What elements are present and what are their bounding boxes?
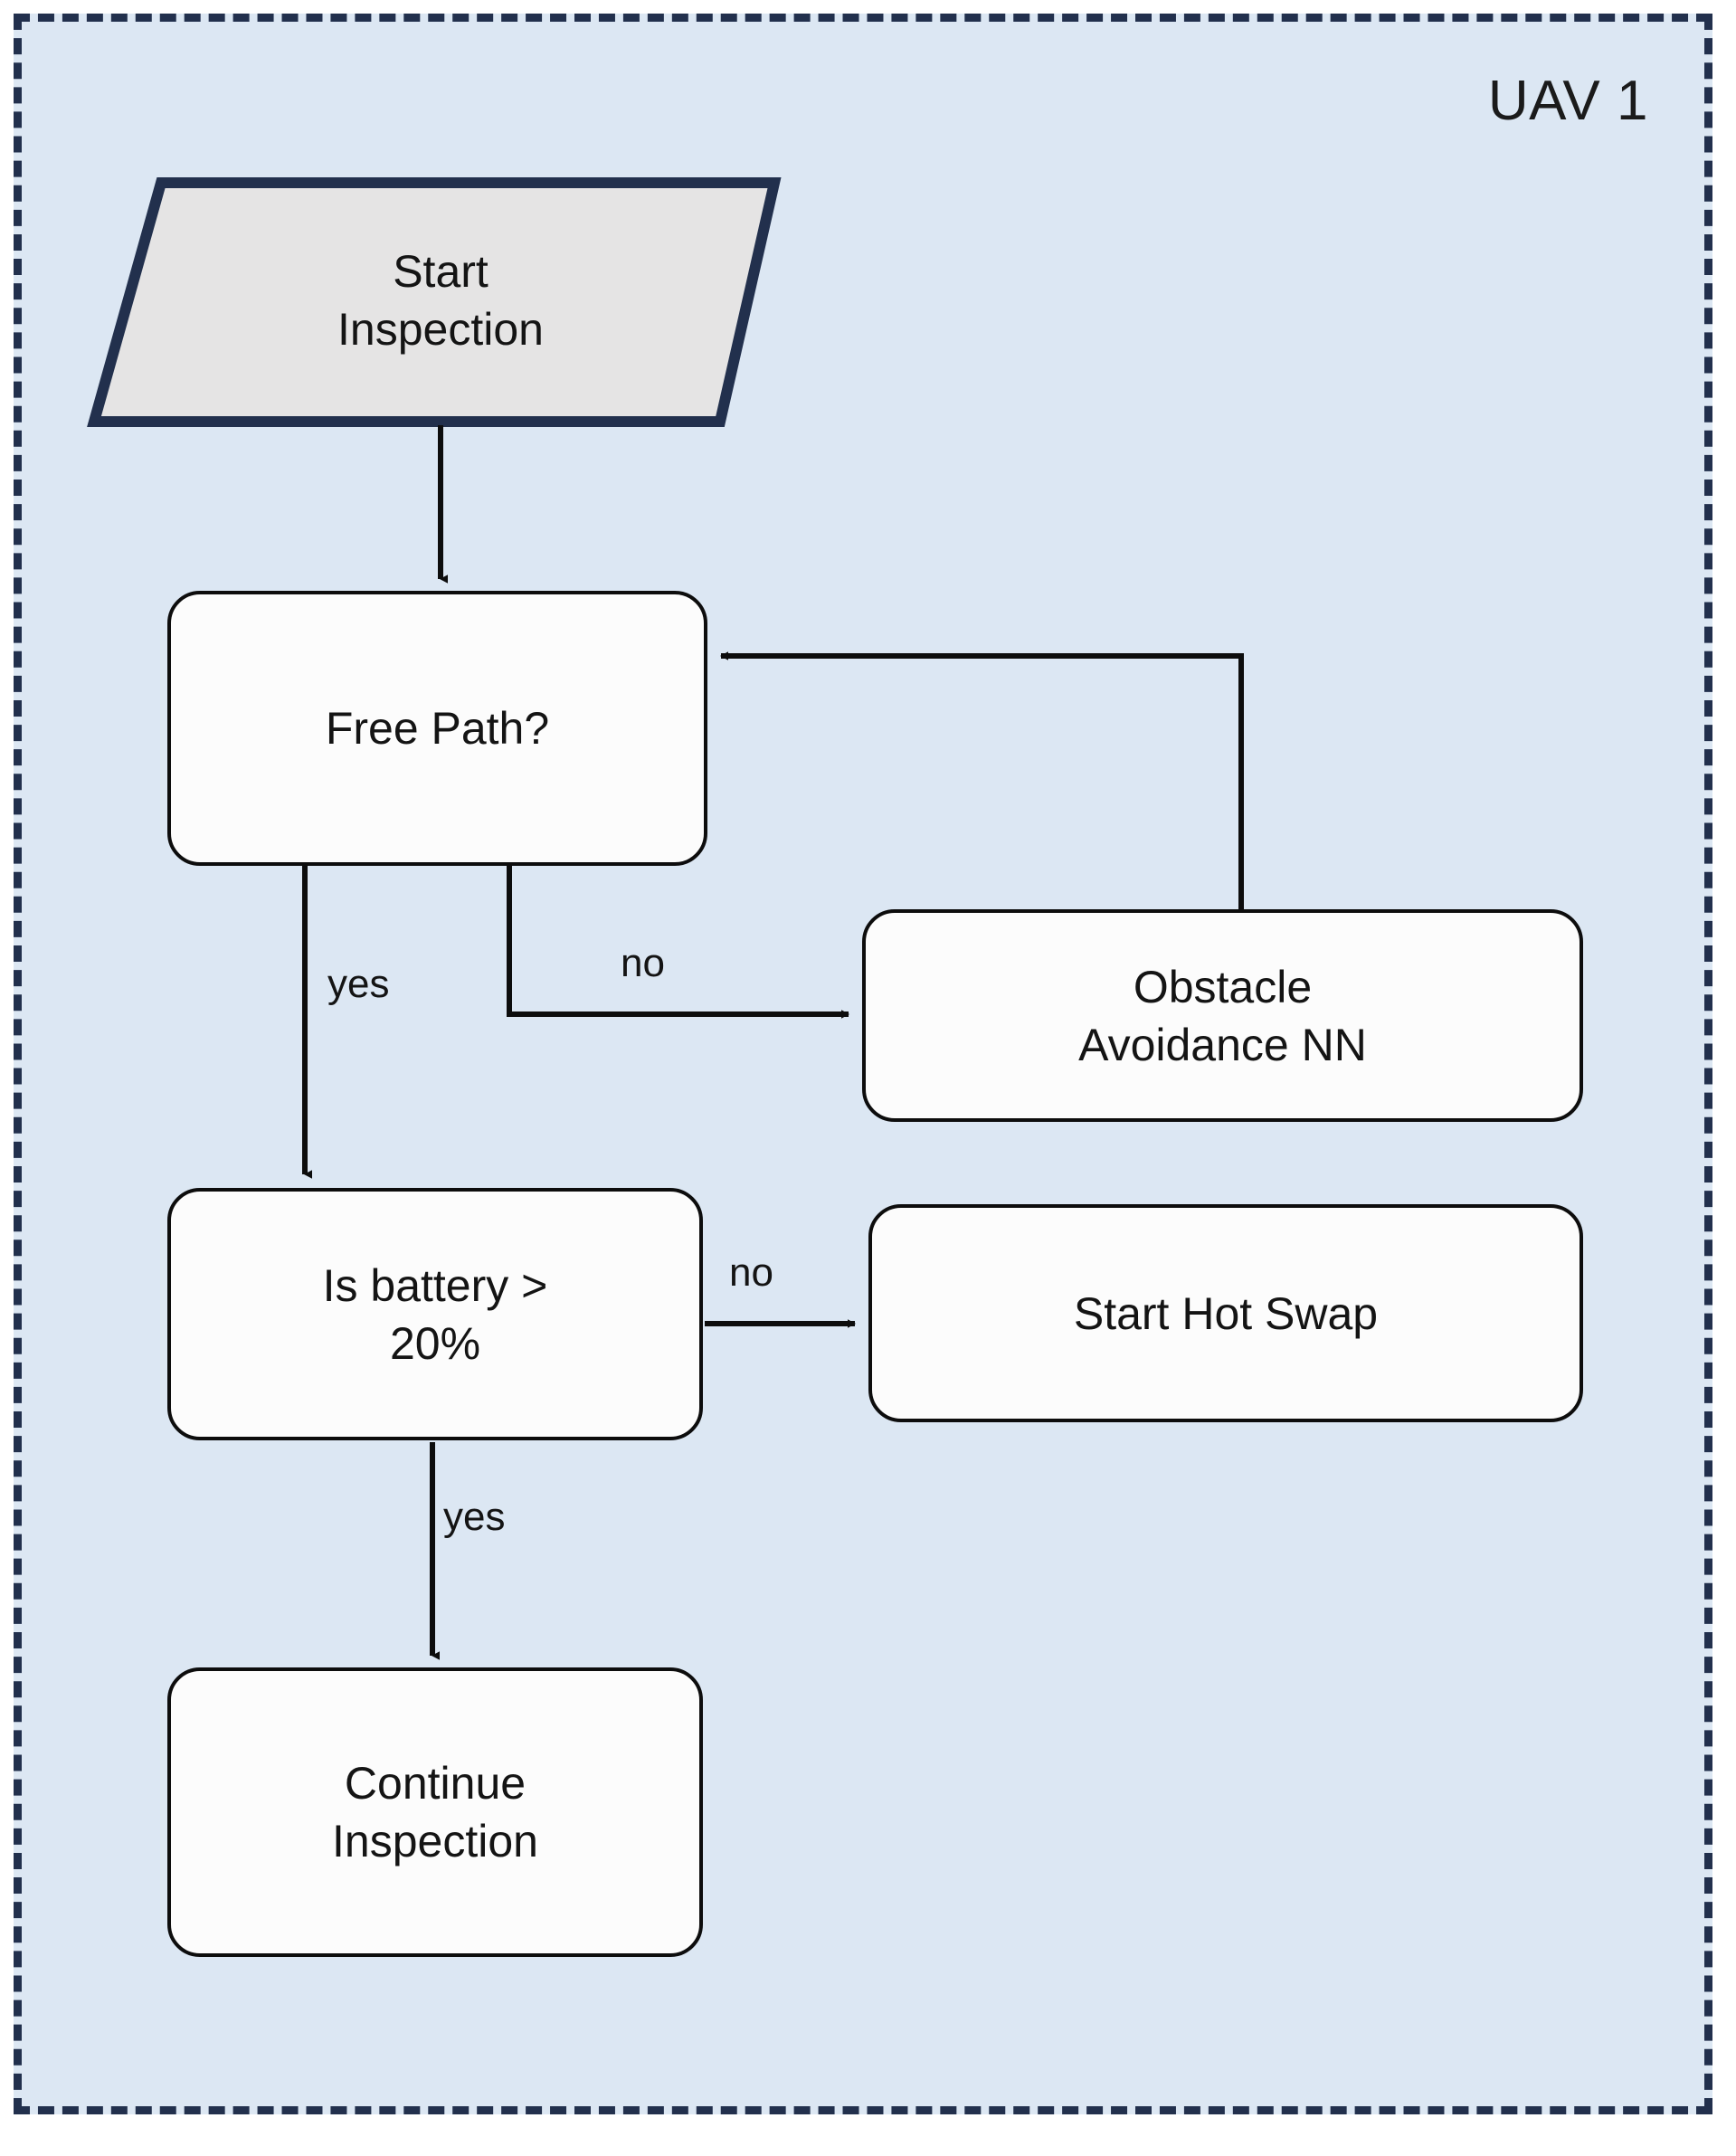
edge-label-freepath-yes: yes [327,962,390,1006]
edge-label-battery-no: no [729,1250,773,1295]
edge-label-battery-yes: yes [443,1495,506,1539]
node-continue-line2: Inspection [332,1816,538,1866]
node-start-inspection-line2: Inspection [337,304,544,355]
node-free-path-label: Free Path? [325,703,550,754]
node-start-inspection-line1: Start [393,246,489,297]
node-obstacle-avoidance-nn-label: Obstacle Avoidance NN [866,958,1579,1074]
edge-label-freepath-no: no [621,941,665,985]
panel-title: UAV 1 [1487,70,1648,132]
node-battery-line2: 20% [389,1317,481,1369]
node-free-path[interactable]: Free Path? [167,591,707,866]
node-start-inspection[interactable]: Start Inspection [90,177,780,431]
node-obstacle-line1: Obstacle [1133,961,1313,1012]
node-continue-inspection[interactable]: Continue Inspection [167,1667,703,1957]
node-start-inspection-label: Start Inspection [96,242,785,358]
node-start-hot-swap[interactable]: Start Hot Swap [868,1204,1583,1422]
node-battery-line1: Is battery > [322,1259,548,1311]
node-obstacle-line2: Avoidance NN [1078,1019,1367,1070]
node-is-battery-above-threshold[interactable]: Is battery > 20% [167,1188,703,1440]
node-battery-label: Is battery > 20% [171,1257,699,1372]
node-start-hot-swap-label: Start Hot Swap [1073,1287,1379,1339]
node-obstacle-avoidance-nn[interactable]: Obstacle Avoidance NN [862,909,1583,1122]
node-continue-line1: Continue [344,1758,526,1809]
node-continue-inspection-label: Continue Inspection [171,1754,699,1870]
